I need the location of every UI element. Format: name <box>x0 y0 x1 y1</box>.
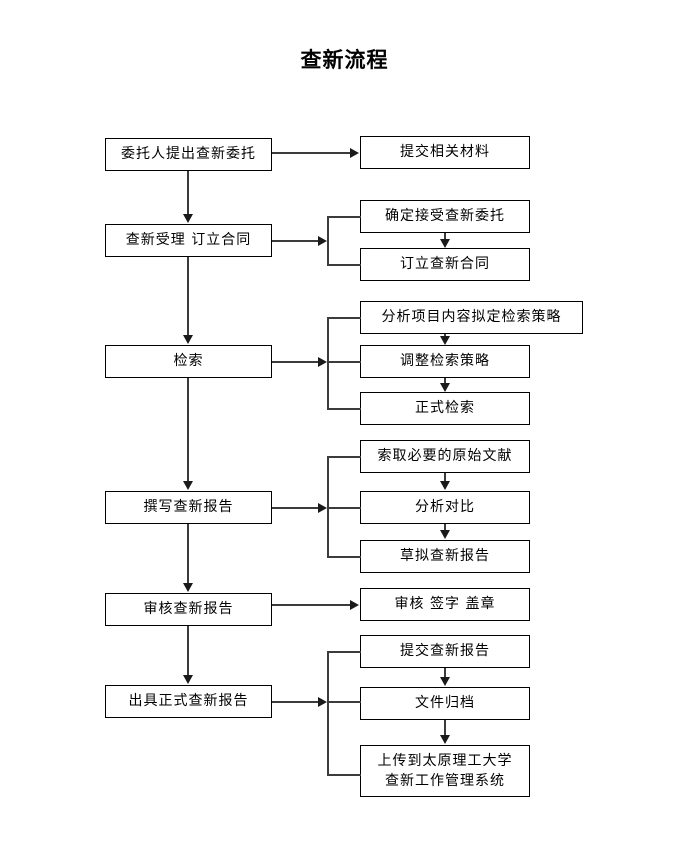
connector-g1-horizontal <box>272 152 351 154</box>
flow-node-entrust-request[interactable]: 委托人提出查新委托 <box>105 138 272 171</box>
connector-g6-chain1-arrow <box>440 677 450 686</box>
connector-g3-branch3 <box>327 408 361 410</box>
branch-node-submit-report[interactable]: 提交查新报告 <box>360 635 530 668</box>
connector-g6-branch1 <box>327 651 361 653</box>
connector-g3-chain1-arrow <box>440 336 450 345</box>
connector-n1-n2-line <box>187 171 189 215</box>
connector-n4-n5-line <box>187 524 189 584</box>
branch-node-draft-report[interactable]: 草拟查新报告 <box>360 540 530 573</box>
connector-g3-stem <box>272 361 320 363</box>
connector-g4-branch3 <box>327 556 361 558</box>
flow-node-search[interactable]: 检索 <box>105 345 272 378</box>
branch-node-adjust-strategy[interactable]: 调整检索策略 <box>360 345 530 378</box>
connector-g2-arrow <box>318 236 327 246</box>
connector-g6-stem <box>272 701 320 703</box>
connector-g2-bracket <box>327 216 329 265</box>
connector-n5-n6-arrow <box>183 675 193 684</box>
connector-g1-arrow <box>350 148 359 158</box>
connector-g3-branch2 <box>327 361 361 363</box>
connector-n3-n4-arrow <box>183 481 193 490</box>
connector-g3-arrow <box>318 357 327 367</box>
page-title: 查新流程 <box>300 47 389 72</box>
connector-g3-branch1 <box>327 317 361 319</box>
connector-g4-chain2-line <box>444 524 446 531</box>
connector-g4-bracket <box>327 456 329 556</box>
branch-node-formal-search[interactable]: 正式检索 <box>360 392 530 425</box>
branch-node-comparative-analysis[interactable]: 分析对比 <box>360 491 530 524</box>
connector-n3-n4-line <box>187 378 189 482</box>
connector-g3-chain2-arrow <box>440 383 450 392</box>
connector-g2-branch2 <box>327 264 361 266</box>
connector-g6-chain1-line <box>444 668 446 678</box>
connector-g6-branch3 <box>327 774 361 776</box>
connector-g2-chain-arrow <box>440 239 450 248</box>
connector-n5-n6-line <box>187 626 189 676</box>
branch-node-sign-contract[interactable]: 订立查新合同 <box>360 248 530 281</box>
connector-n4-n5-arrow <box>183 583 193 592</box>
connector-g6-chain2-arrow <box>440 735 450 744</box>
flow-node-write-report[interactable]: 撰写查新报告 <box>105 491 272 524</box>
connector-g2-stem <box>272 240 320 242</box>
connector-n2-n3-arrow <box>183 335 193 344</box>
connector-g6-chain2-line <box>444 720 446 735</box>
connector-g6-arrow <box>318 697 327 707</box>
flow-node-accept-and-contract[interactable]: 查新受理 订立合同 <box>105 224 272 257</box>
connector-g4-branch1 <box>327 456 361 458</box>
branch-node-upload-to-system[interactable]: 上传到太原理工大学 查新工作管理系统 <box>360 745 530 797</box>
connector-g3-bracket <box>327 317 329 410</box>
connector-g4-chain1-arrow <box>440 481 450 490</box>
connector-g4-chain2-arrow <box>440 530 450 539</box>
connector-g6-branch2 <box>327 701 361 703</box>
connector-g4-arrow <box>318 503 327 513</box>
connector-n1-n2-arrow <box>183 214 193 223</box>
flow-node-review-report[interactable]: 审核查新报告 <box>105 593 272 626</box>
connector-g5-arrow <box>350 600 359 610</box>
connector-n2-n3-line <box>187 257 189 336</box>
branch-node-analyze-and-plan-strategy[interactable]: 分析项目内容拟定检索策略 <box>360 301 583 334</box>
connector-g2-branch1 <box>327 216 361 218</box>
branch-node-file-archive[interactable]: 文件归档 <box>360 687 530 720</box>
connector-g3-chain2-line <box>444 378 446 384</box>
branch-node-obtain-original-literature[interactable]: 索取必要的原始文献 <box>360 440 530 473</box>
branch-node-confirm-acceptance[interactable]: 确定接受查新委托 <box>360 200 530 233</box>
branch-node-review-sign-seal[interactable]: 审核 签字 盖章 <box>360 588 530 621</box>
connector-g4-branch2 <box>327 507 361 509</box>
connector-g5-horizontal <box>272 604 351 606</box>
connector-g4-chain1-line <box>444 473 446 482</box>
connector-g6-bracket <box>327 651 329 776</box>
connector-g2-chain-line <box>444 233 446 240</box>
flow-node-issue-official-report[interactable]: 出具正式查新报告 <box>105 685 272 718</box>
connector-g4-stem <box>272 507 320 509</box>
branch-node-submit-materials[interactable]: 提交相关材料 <box>360 136 530 169</box>
